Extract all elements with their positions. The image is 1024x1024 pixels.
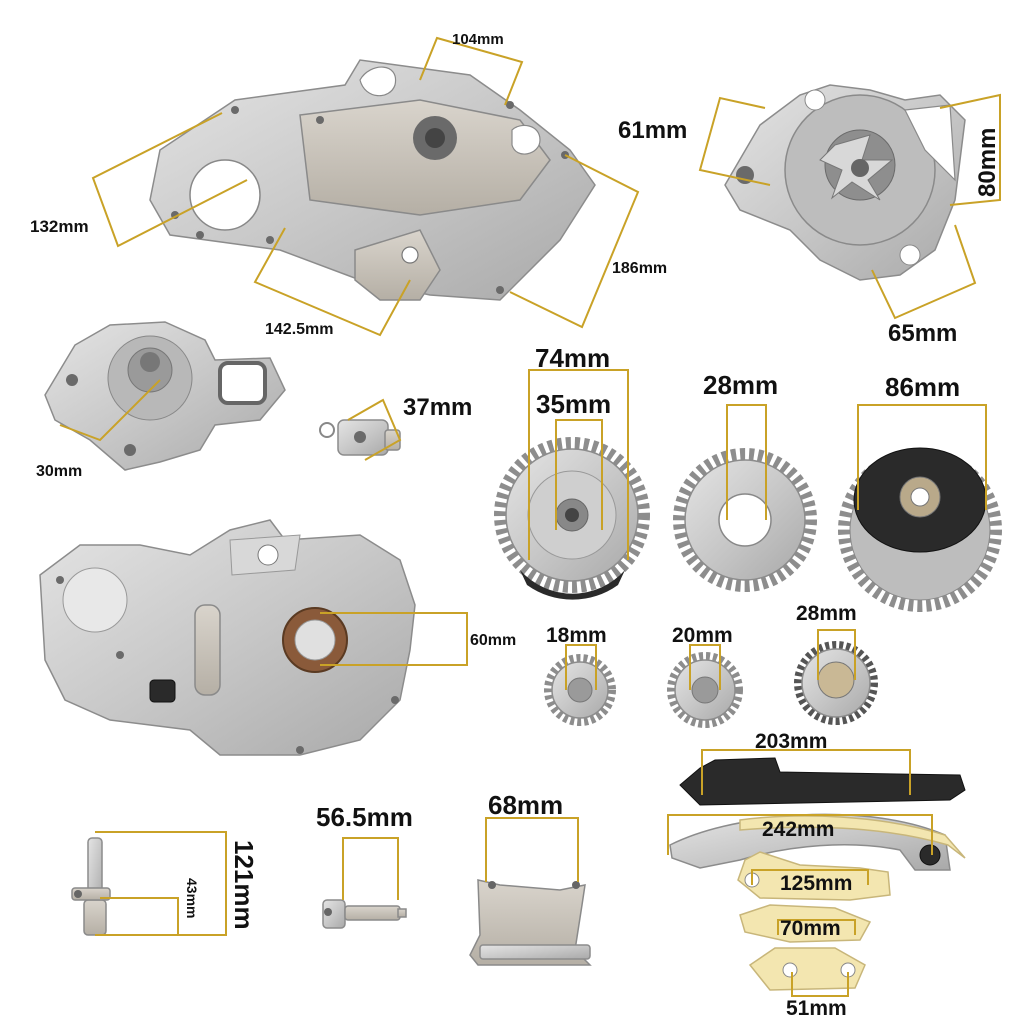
water-pump-right-label: 80mm bbox=[974, 128, 1001, 197]
chain-guide-70-label: 70mm bbox=[780, 917, 841, 940]
water-pump-part bbox=[724, 84, 966, 281]
solenoid-inner-label: 43mm bbox=[184, 878, 200, 918]
front-cover-top-label: 104mm bbox=[452, 31, 504, 48]
chain-guide-242-label: 242mm bbox=[762, 818, 834, 841]
chain-guide-51-label: 51mm bbox=[786, 997, 847, 1020]
water-pump-bottom-label: 65mm bbox=[888, 320, 957, 347]
chain-guide-203-label: 203mm bbox=[755, 730, 827, 753]
solenoid-part bbox=[71, 837, 111, 936]
front-cover-dimensions bbox=[91, 36, 640, 337]
valve-dimensions bbox=[342, 837, 399, 900]
front-cover-bottom-label: 142.5mm bbox=[265, 321, 334, 338]
chain-guide-51-part bbox=[748, 947, 866, 991]
chain-guide-242-dimensions bbox=[667, 814, 933, 855]
small-gear-1-part bbox=[544, 654, 616, 726]
small-gear-2-label: 20mm bbox=[672, 624, 733, 647]
front-cover-right-label: 186mm bbox=[612, 260, 667, 277]
front-cover-left-label: 132mm bbox=[30, 217, 89, 236]
sprocket-1-dimensions bbox=[528, 369, 629, 560]
timing-cover-part bbox=[39, 519, 416, 756]
sprocket-1-part bbox=[494, 437, 650, 600]
oil-pump-part bbox=[44, 321, 286, 471]
cam-phaser-dimensions bbox=[857, 404, 987, 510]
small-gear-3-dimensions bbox=[817, 629, 856, 680]
bracket-part bbox=[469, 879, 592, 966]
chain-guide-70-part bbox=[739, 904, 872, 943]
water-pump-left-label: 61mm bbox=[618, 117, 687, 144]
small-gear-2-part bbox=[667, 652, 743, 728]
chain-guide-51-dimensions bbox=[791, 972, 849, 997]
oil-pump-label: 30mm bbox=[36, 463, 82, 480]
small-gear-1-dimensions bbox=[565, 644, 597, 690]
small-gear-3-part bbox=[794, 641, 878, 725]
chain-guide-125-label: 125mm bbox=[780, 872, 852, 895]
valve-part bbox=[322, 899, 407, 929]
chain-guide-203-dimensions bbox=[701, 749, 911, 795]
water-pump-dimensions bbox=[698, 93, 1001, 320]
front-cover-part bbox=[149, 59, 596, 301]
small-gear-2-dimensions bbox=[689, 644, 721, 690]
small-gear-1-label: 18mm bbox=[546, 624, 607, 647]
valve-label: 56.5mm bbox=[316, 802, 413, 832]
tensioner-part bbox=[319, 419, 401, 456]
sprocket-2-dimensions bbox=[726, 404, 767, 520]
cam-phaser-part bbox=[838, 447, 1002, 612]
oil-pump-dimensions bbox=[59, 379, 161, 442]
timing-cover-dimensions bbox=[320, 612, 468, 666]
chain-guide-70-dimensions bbox=[777, 919, 856, 935]
solenoid-dimensions bbox=[95, 831, 227, 936]
sprocket-1-inner-label: 35mm bbox=[536, 389, 611, 419]
cam-phaser-label: 86mm bbox=[885, 372, 960, 402]
timing-cover-label: 60mm bbox=[470, 632, 516, 649]
chain-guide-125-dimensions bbox=[751, 869, 869, 885]
tensioner-label: 37mm bbox=[403, 394, 472, 421]
tensioner-dimensions bbox=[347, 398, 402, 461]
sprocket-2-part bbox=[673, 448, 817, 592]
sprocket-1-outer-label: 74mm bbox=[535, 343, 610, 373]
chain-guide-203-part bbox=[679, 757, 966, 806]
small-gear-3-label: 28mm bbox=[796, 602, 857, 625]
sprocket-2-label: 28mm bbox=[703, 370, 778, 400]
chain-guide-125-part bbox=[737, 851, 891, 901]
bracket-dimensions bbox=[485, 817, 579, 882]
bracket-label: 68mm bbox=[488, 790, 563, 820]
solenoid-length-label: 121mm bbox=[229, 840, 259, 930]
